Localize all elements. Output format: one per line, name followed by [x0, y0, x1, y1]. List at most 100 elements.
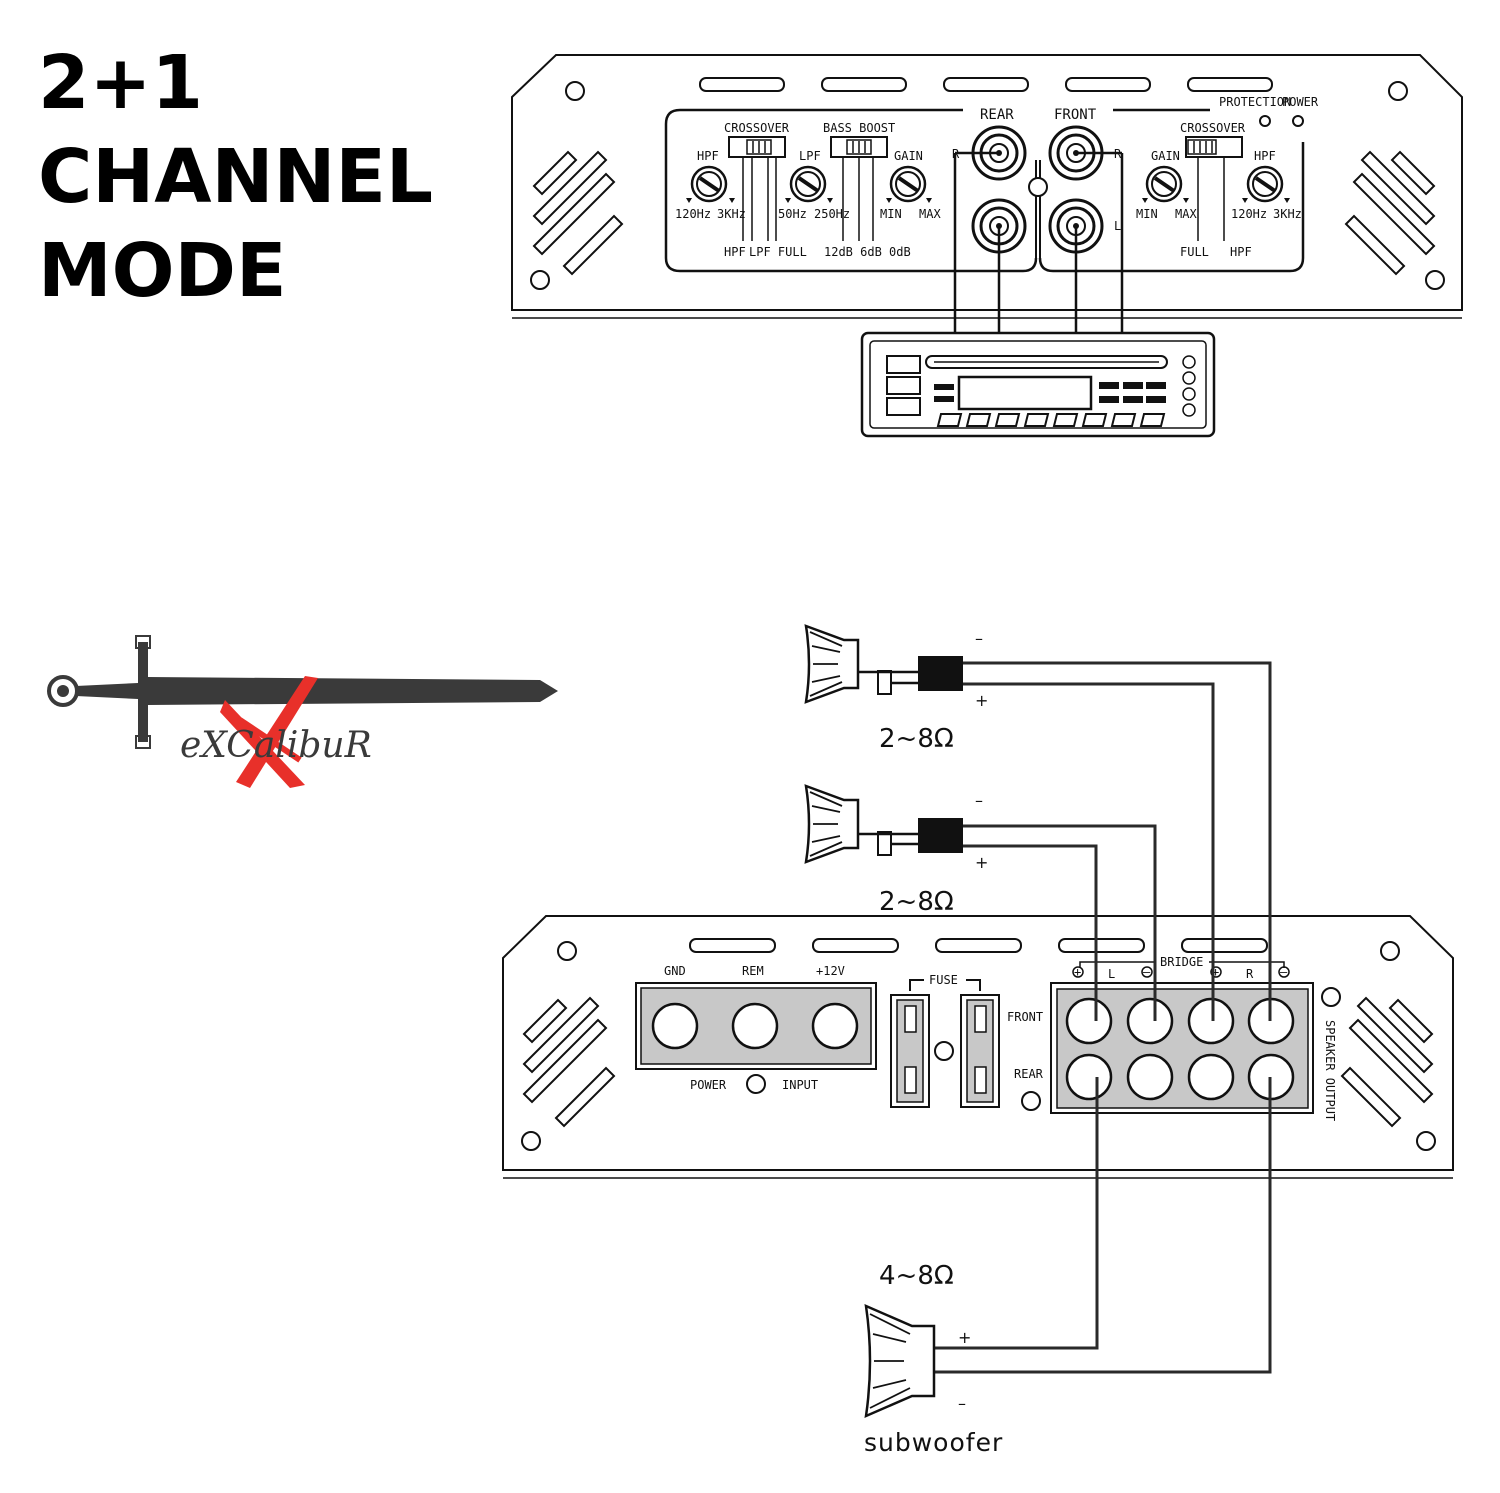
rear-output-label: REAR — [1014, 1067, 1044, 1081]
top-amplifier: REAR FRONT PROTECTION POWER R R L CROSSO… — [511, 54, 1463, 319]
left-xover-hpf: HPF — [724, 245, 746, 259]
front-l-label: L — [1114, 219, 1121, 233]
head-unit — [860, 331, 1216, 438]
head-unit-button-2[interactable] — [886, 376, 921, 395]
power-terminal-block: GND REM +12V POWER INPUT — [635, 964, 877, 1094]
title-line-1: 2+1 — [38, 40, 203, 126]
disc-slot — [925, 355, 1168, 369]
front-l-minus-terminal[interactable] — [1126, 997, 1174, 1045]
terminal-l-plus: + — [1074, 965, 1081, 979]
left-gain-knob[interactable] — [889, 165, 927, 203]
left-crossover-label: CROSSOVER — [724, 121, 790, 135]
rear-l-minus-terminal[interactable] — [1126, 1053, 1174, 1101]
left-lpf-max: 250Hz — [814, 207, 850, 221]
right-hpf-min: 120Hz — [1231, 207, 1267, 221]
right-gain-label: GAIN — [1151, 149, 1180, 163]
right-hpf-max: 3KHz — [1273, 207, 1302, 221]
right-xover-hpf: HPF — [1230, 245, 1252, 259]
rca-cables — [953, 151, 1124, 333]
head-unit-presets[interactable] — [936, 413, 1166, 427]
input-label: INPUT — [782, 1078, 818, 1092]
title-line-3: MODE — [38, 228, 287, 314]
power-led-label: POWER — [1282, 95, 1319, 109]
right-gain-min: MIN — [1136, 207, 1158, 221]
front-output-label: FRONT — [1007, 1010, 1043, 1024]
mode-title: 2+1 CHANNEL MODE — [38, 40, 433, 314]
gnd-terminal[interactable] — [651, 1002, 699, 1050]
left-lpf-label: LPF — [799, 149, 821, 163]
left-lpf-min: 50Hz — [778, 207, 807, 221]
logo-wordmark: eXCalibuR — [180, 725, 372, 766]
right-crossover-switch[interactable] — [1185, 136, 1243, 158]
speaker-front: – + 2~8Ω — [804, 624, 988, 754]
subwoofer: 4~8Ω + – subwoofer — [864, 1261, 1003, 1457]
speaker-front-impedance: 2~8Ω — [879, 724, 954, 754]
head-unit-button-1[interactable] — [886, 355, 921, 374]
rem-terminal[interactable] — [731, 1002, 779, 1050]
bottom-left-grill — [522, 996, 616, 1128]
speaker-rear-minus: – — [975, 791, 983, 810]
terminal-l-minus-icon — [1141, 966, 1153, 978]
head-unit-button-3[interactable] — [886, 397, 921, 416]
bottom-amplifier: GND REM +12V POWER INPUT FUSE BRIDGE — [502, 915, 1454, 1179]
bottom-right-grill — [1340, 996, 1434, 1128]
bottom-vent-slots — [689, 938, 1268, 953]
logo-x-mark — [220, 676, 318, 788]
bridge-label: BRIDGE — [1160, 955, 1203, 969]
top-vent-slots — [699, 77, 1273, 92]
left-hpf-min: 120Hz — [675, 207, 711, 221]
title-line-2: CHANNEL — [38, 134, 433, 220]
terminal-r-plus-icon — [1210, 966, 1222, 978]
left-lpf-knob[interactable] — [789, 165, 827, 203]
rear-l-plus-terminal[interactable] — [1065, 1053, 1113, 1101]
right-crossover-label: CROSSOVER — [1180, 121, 1246, 135]
subwoofer-label: subwoofer — [864, 1428, 1003, 1457]
sword-icon — [47, 635, 558, 749]
left-hpf-knob[interactable] — [690, 165, 728, 203]
left-xover-lpf-full: LPF FULL — [749, 245, 807, 259]
fuse-holders: FUSE — [890, 973, 1000, 1108]
protection-led-icon — [1259, 115, 1271, 127]
right-gain-max: MAX — [1175, 207, 1197, 221]
terminal-r-minus-icon — [1278, 966, 1290, 978]
head-unit-display — [957, 375, 1093, 411]
left-gain-max: MAX — [919, 207, 941, 221]
left-gain-min: MIN — [880, 207, 902, 221]
right-grill — [1344, 150, 1436, 276]
terminal-l-minus: – — [1143, 965, 1151, 979]
excalibur-logo: eXCalibuR — [47, 635, 558, 788]
speaker-output-block: BRIDGE + – + – L R FRONT REAR SPEAKER OU… — [1007, 955, 1341, 1121]
left-gain-label: GAIN — [894, 149, 923, 163]
subwoofer-impedance: 4~8Ω — [879, 1261, 954, 1291]
bass-boost-label: BASS BOOST — [823, 121, 895, 135]
gnd-label: GND — [664, 964, 686, 978]
left-hpf-max: 3KHz — [717, 207, 746, 221]
speaker-wires — [934, 661, 1272, 1374]
power-label: POWER — [690, 1078, 727, 1092]
front-r-plus-terminal[interactable] — [1187, 997, 1235, 1045]
left-hpf-label: HPF — [697, 149, 719, 163]
subwoofer-minus: – — [958, 1394, 966, 1413]
right-xover-full: FULL — [1180, 245, 1209, 259]
power-led-icon — [746, 1074, 766, 1094]
plus12v-terminal[interactable] — [811, 1002, 859, 1050]
left-crossover-switch[interactable] — [728, 136, 786, 158]
channel-l-label: L — [1108, 967, 1115, 981]
channel-r-label: R — [1246, 967, 1254, 981]
protection-led-label: PROTECTION — [1219, 95, 1291, 109]
right-gain-knob[interactable] — [1145, 165, 1183, 203]
speaker-rear-plus: + — [975, 853, 988, 872]
plus12v-label: +12V — [816, 964, 845, 978]
front-l-plus-terminal[interactable] — [1065, 997, 1113, 1045]
rear-input-label: REAR — [980, 107, 1014, 123]
rear-r-plus-terminal[interactable] — [1187, 1053, 1235, 1101]
speaker-front-minus: – — [975, 629, 983, 648]
power-led-icon — [1292, 115, 1304, 127]
bass-boost-values: 12dB 6dB 0dB — [824, 245, 911, 259]
left-grill — [532, 150, 624, 276]
front-input-label: FRONT — [1054, 107, 1097, 123]
right-hpf-knob[interactable] — [1246, 165, 1284, 203]
terminal-l-plus-icon — [1072, 966, 1084, 978]
speaker-rear-impedance: 2~8Ω — [879, 887, 954, 917]
